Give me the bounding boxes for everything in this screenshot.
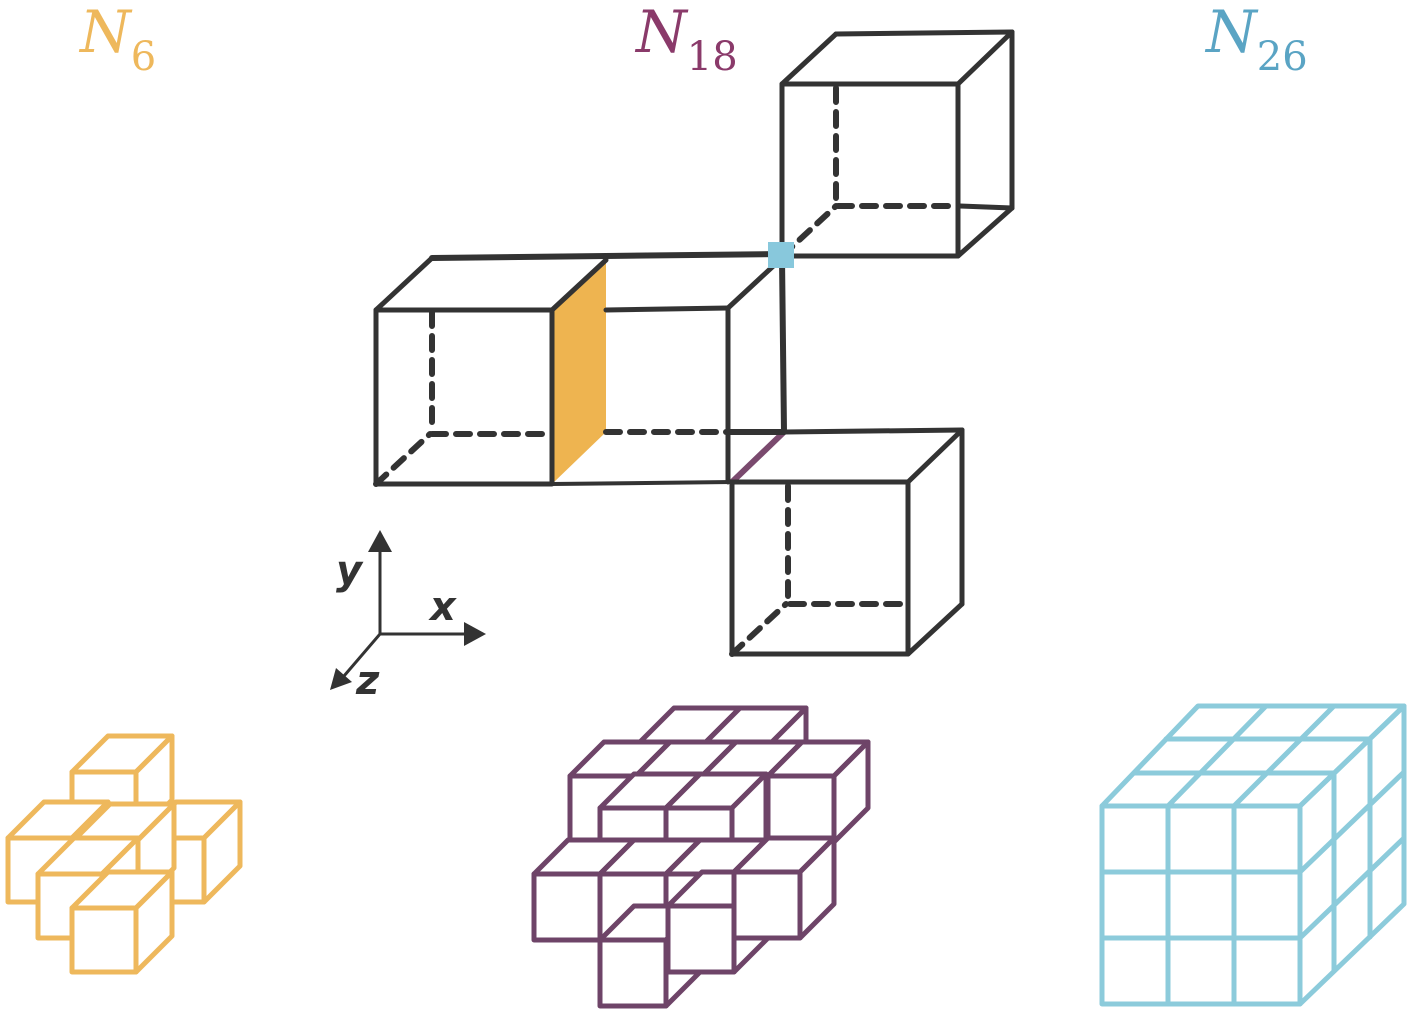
y-axis-arrowhead xyxy=(368,530,392,552)
n6-neighborhood-cluster xyxy=(5,733,243,975)
label-n6: N6 xyxy=(78,0,156,80)
y-axis-label: y xyxy=(336,548,364,594)
n18-voxel xyxy=(731,835,837,941)
x-axis-arrowhead xyxy=(464,622,486,646)
label-n26: N26 xyxy=(1204,0,1308,80)
label-n18: N18 xyxy=(634,0,738,80)
shared-edge-highlight xyxy=(729,429,787,485)
label-n6-main: N xyxy=(78,0,133,66)
z-axis xyxy=(342,633,382,677)
x-axis-label: x xyxy=(428,584,457,630)
cube-middle xyxy=(550,251,787,486)
n6-voxel xyxy=(69,869,175,975)
label-n18-sub: 18 xyxy=(687,34,738,80)
label-n26-main: N xyxy=(1204,0,1259,66)
label-n6-sub: 6 xyxy=(131,34,156,80)
z-axis-label: z xyxy=(355,658,380,704)
cube-top-right xyxy=(779,29,1015,259)
n26-front-face xyxy=(1099,803,1303,1007)
label-n26-sub: 26 xyxy=(1257,34,1308,80)
label-n18-main: N xyxy=(634,0,689,66)
z-axis-arrowhead xyxy=(330,668,352,690)
shared-vertex-highlight xyxy=(768,242,794,268)
axis-indicator xyxy=(330,530,486,690)
voxel-cubes xyxy=(373,29,1015,657)
n18-neighborhood-cluster xyxy=(531,705,871,1009)
shared-face-highlight xyxy=(552,260,606,484)
cube-bottom-right xyxy=(729,427,965,657)
n26-neighborhood-cluster xyxy=(1099,703,1407,1007)
cube-left xyxy=(373,253,609,487)
n18-voxel xyxy=(765,739,871,845)
